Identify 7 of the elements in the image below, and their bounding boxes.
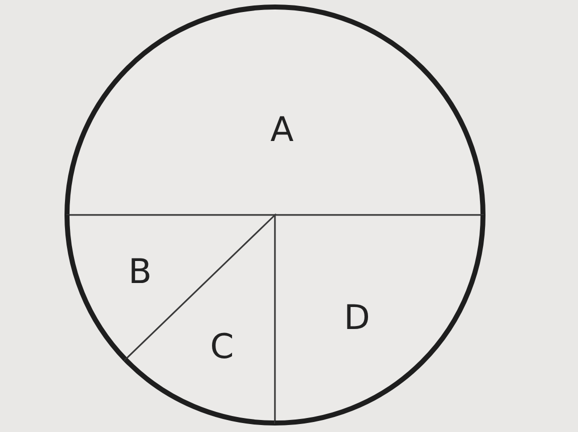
region-label: A [270,113,294,147]
region-label: D [344,301,370,335]
circle-region [64,215,275,363]
circle-region [122,215,275,426]
region-label: C [210,330,234,364]
region-label: B [128,255,152,289]
circle-region [275,215,486,426]
